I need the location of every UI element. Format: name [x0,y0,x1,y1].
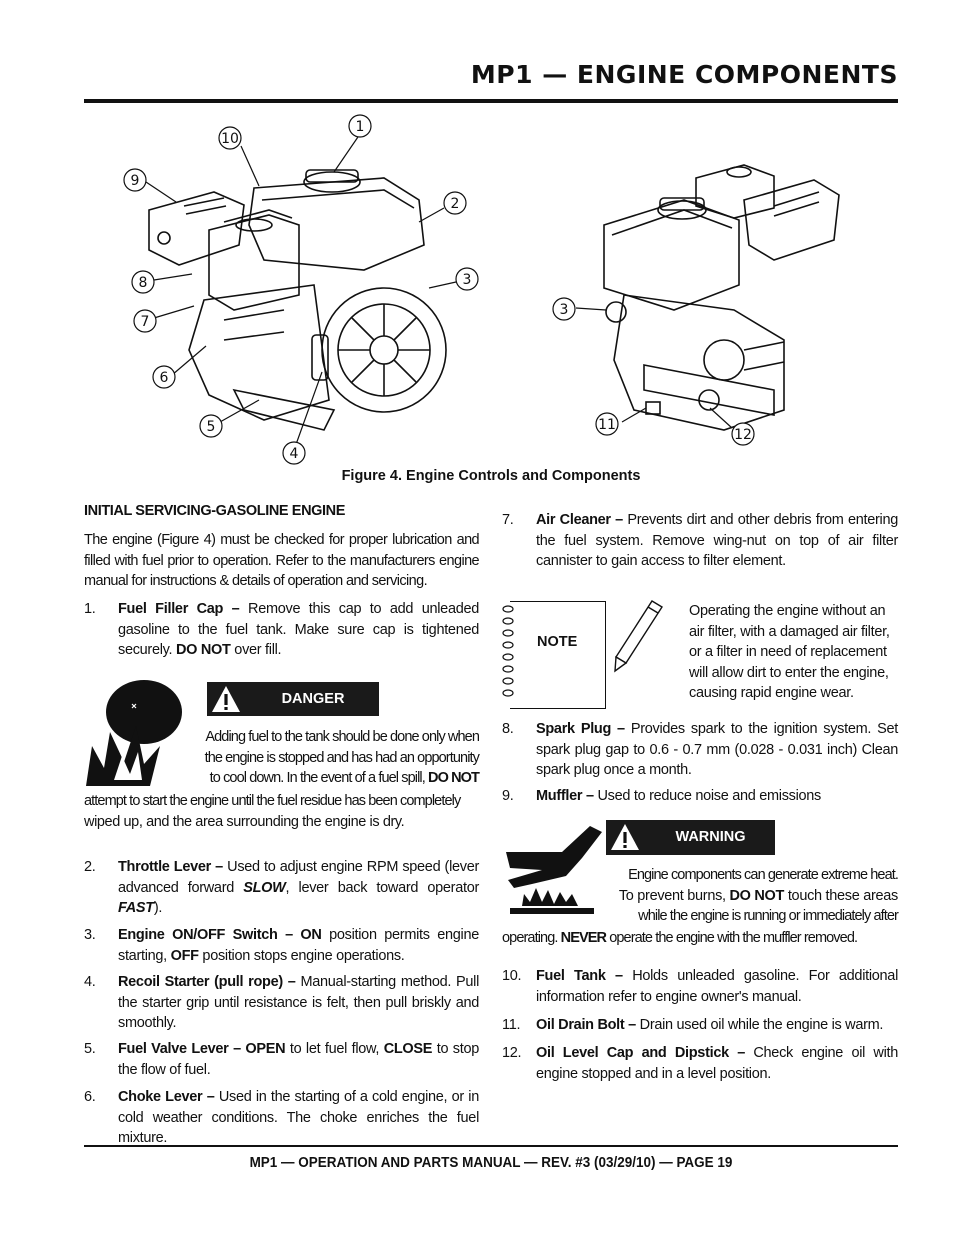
intro-paragraph: The engine (Figure 4) must be checked fo… [84,532,480,589]
list-item-fuel-valve-lever: 5. Fuel Valve Lever – OPEN to let fuel f… [84,1041,479,1078]
callout-7: 7 [141,314,150,330]
callout-1: 1 [356,119,365,135]
footer-rule [84,1145,898,1147]
list-item-choke-lever: 6. Choke Lever – Used in the starting of… [84,1089,479,1146]
note-label: NOTE [537,634,578,650]
engine-front-view [148,169,447,431]
warning-triangle-icon [611,824,639,850]
callout-2: 2 [451,196,460,212]
callout-circle [123,168,147,192]
callout-circle [282,441,306,465]
warning-badge: WARNING [606,820,775,855]
note-box [510,601,606,709]
header-rule [84,99,898,103]
callout-circle [443,191,467,215]
callout-circle [731,422,755,446]
callout-3-rear: 3 [560,302,569,318]
figure-caption: Figure 4. Engine Controls and Components [341,468,641,484]
callout-circle [152,365,176,389]
engine-rear-view [603,164,840,431]
callout-10: 10 [221,131,239,147]
callout-circle [131,270,155,294]
engine-figure: 1 2 3 4 5 6 7 8 9 10 3 11 12 [123,114,840,465]
page-title: MP1 — ENGINE COMPONENTS [470,60,898,89]
callout-12: 12 [734,427,752,443]
list-item-muffler: 9. Muffler – Used to reduce noise and em… [502,788,822,804]
warning-label: WARNING [675,829,746,845]
warning-text-lines: Engine components can generate extreme h… [618,867,899,924]
callout-5: 5 [207,419,216,435]
callout-11: 11 [598,417,616,433]
danger-badge: DANGER [207,682,379,716]
list-item-fuel-tank: 10. Fuel Tank – Holds unleaded gasoline.… [502,968,898,1005]
danger-text-lines: Adding fuel to the tank should be done o… [204,729,480,786]
note-text: Operating the engine without an air filt… [689,603,890,701]
hot-surface-hand-icon [506,826,602,914]
callout-8: 8 [139,275,148,291]
danger-label: DANGER [281,691,345,707]
callout-circle [455,267,479,291]
callout-6: 6 [160,370,169,386]
callout-9: 9 [131,173,140,189]
warning-text-continued: operating. NEVER operate the engine with… [502,930,858,946]
warning-triangle-icon [212,686,240,712]
list-item-recoil-starter: 4. Recoil Starter (pull rope) – Manual-s… [84,974,479,1031]
callout-circle [133,309,157,333]
list-item-fuel-filler-cap: 1. Fuel Filler Cap – Remove this cap to … [84,601,479,658]
callout-circle [595,412,619,436]
callout-4: 4 [290,446,299,462]
callout-3: 3 [463,272,472,288]
danger-text-continued: attempt to start the engine until the fu… [84,793,461,830]
list-item-spark-plug: 8. Spark Plug – Provides spark to the ig… [502,721,898,778]
pencil-icon [614,600,663,673]
list-item-oil-level-cap: 12. Oil Level Cap and Dipstick – Check e… [502,1045,898,1082]
callout-circle [552,297,576,321]
list-item-air-cleaner: 7. Air Cleaner – Prevents dirt and other… [502,512,899,569]
list-item-engine-switch: 3. Engine ON/OFF Switch – ON position pe… [84,927,479,964]
callout-leaders [145,133,733,451]
callout-circle [199,414,223,438]
list-item-oil-drain-bolt: 11. Oil Drain Bolt – Drain used oil whil… [502,1017,884,1033]
explosion-icon [86,680,182,786]
section-heading: INITIAL SERVICING-GASOLINE ENGINE [84,503,345,519]
list-item-throttle-lever: 2. Throttle Lever – Used to adjust engin… [84,859,479,916]
callout-circle [218,126,242,150]
page-footer: MP1 — OPERATION AND PARTS MANUAL — REV. … [249,1155,733,1171]
notebook-spiral-icon [502,605,514,697]
callout-circle [348,114,372,138]
